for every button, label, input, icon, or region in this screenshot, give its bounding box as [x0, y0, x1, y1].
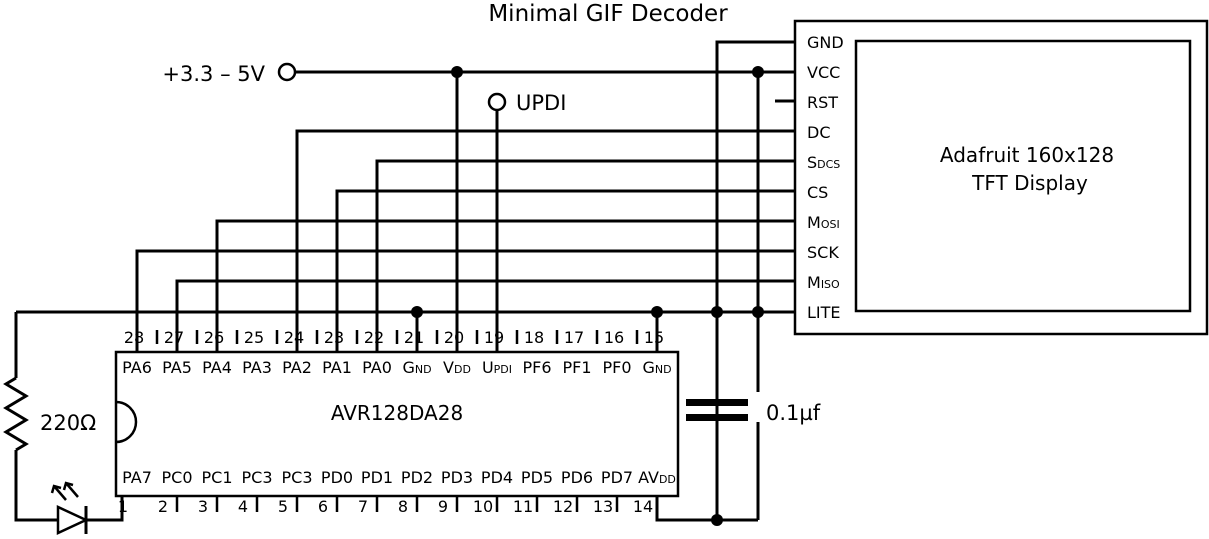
pin-number: 17 [564, 328, 584, 347]
pin-number: 23 [324, 328, 344, 347]
display-screen [854, 39, 1192, 313]
mcu-pin-pd4: PD4 [481, 468, 513, 487]
pin-number: 10 [473, 497, 493, 516]
pin-number: 15 [644, 328, 664, 347]
display-pin-vcc: VCC [807, 63, 840, 82]
mcu-name: AVR128DA28 [331, 401, 463, 425]
display-pin-sck: SCK [807, 243, 839, 262]
mcu-pin-gnd: GND [642, 358, 671, 377]
resistor-value: 220Ω [40, 411, 96, 435]
pin-number: 28 [124, 328, 144, 347]
mcu-pin-pd5: PD5 [521, 468, 553, 487]
display-pin-lite: LITE [807, 303, 841, 322]
updi-terminal [487, 92, 507, 112]
mcu-pin-pa4: PA4 [202, 358, 232, 377]
power-terminal [277, 62, 297, 82]
junction-dot [411, 306, 423, 318]
pin-number: 5 [278, 497, 288, 516]
display-pin-gnd: GND [807, 33, 844, 52]
display-pin-labels: GND VCC RST DC SDCS CS MOSI SCK MISO LITE [807, 33, 844, 322]
display-pin-dc: DC [807, 123, 831, 142]
power-supply-label: +3.3 – 5V [162, 62, 265, 86]
mcu-pin-pf1: PF1 [562, 358, 591, 377]
diagram-title: Minimal GIF Decoder [488, 1, 728, 27]
mcu-pin-pf6: PF6 [522, 358, 551, 377]
mcu-pin-pa1: PA1 [322, 358, 352, 377]
junction-dot [752, 66, 764, 78]
display-name-line2: TFT Display [971, 171, 1088, 195]
capacitor-value: 0.1µf [766, 401, 821, 425]
resistor-220-ohm [3, 376, 29, 452]
pin-number: 12 [553, 497, 573, 516]
pin-number: 1 [118, 497, 128, 516]
pin-number: 9 [438, 497, 448, 516]
junction-dot [651, 306, 663, 318]
display-pin-rst: RST [807, 93, 838, 112]
mcu-pin-vdd: VDD [443, 358, 471, 377]
mcu-pin-pc1: PC1 [202, 468, 233, 487]
display-pin-sdcs: SDCS [807, 153, 840, 172]
mcu-pin-pd6: PD6 [561, 468, 593, 487]
pin-number: 16 [604, 328, 624, 347]
pin-number: 25 [244, 328, 264, 347]
display-pin-miso: MISO [807, 273, 840, 292]
mcu-pin-pa0: PA0 [362, 358, 392, 377]
led-diode [50, 481, 89, 535]
pin-number: 4 [238, 497, 248, 516]
mcu-pin-pc3: PC3 [282, 468, 313, 487]
mcu-pin-pd7: PD7 [601, 468, 633, 487]
pin-number: 27 [164, 328, 184, 347]
mcu-pin-pd1: PD1 [361, 468, 393, 487]
mcu-pin-pd0: PD0 [321, 468, 353, 487]
pin-number: 11 [513, 497, 533, 516]
mcu-pin-pd3: PD3 [441, 468, 473, 487]
pin-number: 22 [364, 328, 384, 347]
mcu-chip-body [114, 350, 680, 498]
mcu-pin-pa7: PA7 [122, 468, 152, 487]
mcu-pin-pa3: PA3 [242, 358, 272, 377]
mcu-pin-pc3: PC3 [242, 468, 273, 487]
pin-number: 14 [633, 497, 653, 516]
mcu-pin-gnd: GND [402, 358, 431, 377]
mcu-pin-pc0: PC0 [162, 468, 193, 487]
pin-number: 26 [204, 328, 224, 347]
pin-number: 6 [318, 497, 328, 516]
mcu-pin-pa5: PA5 [162, 358, 192, 377]
mcu-pin-pa6: PA6 [122, 358, 152, 377]
junction-dot [711, 514, 723, 526]
pin-number: 20 [444, 328, 464, 347]
display-pin-mosi: MOSI [807, 213, 840, 232]
mcu-pin-pd2: PD2 [401, 468, 433, 487]
pin-number: 24 [284, 328, 304, 347]
pin-number: 8 [398, 497, 408, 516]
mcu-pin-updi: UPDI [482, 358, 512, 377]
mcu-pin-pf0: PF0 [602, 358, 631, 377]
mcu-pin-pa2: PA2 [282, 358, 312, 377]
junction-dot [451, 66, 463, 78]
display-name-line1: Adafruit 160x128 [940, 143, 1114, 167]
display-module-outline [793, 19, 1209, 336]
junction-dot [752, 306, 764, 318]
pin-number: 19 [484, 328, 504, 347]
display-pin-cs: CS [807, 183, 828, 202]
capacitor [686, 399, 748, 421]
pin-number: 7 [358, 497, 368, 516]
mcu-notch [115, 400, 138, 444]
pin-number: 21 [404, 328, 424, 347]
junction-dot [711, 306, 723, 318]
pin-number: 18 [524, 328, 544, 347]
pin-number: 3 [198, 497, 208, 516]
mcu-pin-avdd: AVDD [638, 468, 676, 487]
pin-number: 13 [593, 497, 613, 516]
pin-number: 2 [158, 497, 168, 516]
updi-label: UPDI [516, 91, 566, 115]
